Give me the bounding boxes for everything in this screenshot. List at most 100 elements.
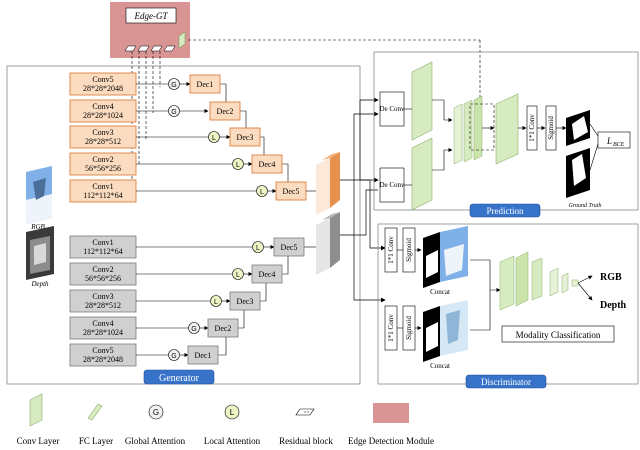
attention-letter: G xyxy=(171,353,176,360)
output-rgb-label: RGB xyxy=(600,272,622,283)
depth-dec4 xyxy=(251,264,283,284)
block-name: Conv1 xyxy=(92,238,113,247)
local-attention-icon xyxy=(252,241,264,253)
block-dims: 28*28*2048 xyxy=(83,355,123,364)
block-name: Conv1 xyxy=(92,182,113,191)
loss-subscript: BCE xyxy=(613,142,625,148)
ground-truth-map xyxy=(566,148,590,198)
block-name: Conv5 xyxy=(92,75,113,84)
legend-label: Residual block xyxy=(279,436,333,446)
concat-label-top: Concat xyxy=(430,288,450,296)
conv-layer-top xyxy=(411,61,433,141)
depth-dec2 xyxy=(207,318,239,338)
block-dims: 28*28*512 xyxy=(85,301,121,310)
rgb-feature-volume xyxy=(316,152,340,215)
block-dims: 28*28*1024 xyxy=(83,111,123,120)
dec-label: Dec3 xyxy=(237,133,254,142)
block-name: Conv2 xyxy=(92,155,113,164)
deconv-label: De Conv xyxy=(379,181,405,189)
global-attention-icon xyxy=(148,404,164,420)
depth-dec1 xyxy=(187,345,219,365)
dec-label: Dec4 xyxy=(259,160,276,169)
edge-detection-module-icon xyxy=(373,403,409,423)
attention-letter: L xyxy=(214,299,218,306)
legend-label: Global Attention xyxy=(125,436,186,446)
concat-label-bottom: Concat xyxy=(430,362,450,370)
legend-label: Conv Layer xyxy=(17,436,60,446)
local-attention-icon xyxy=(210,295,222,307)
bce-loss-box xyxy=(597,131,631,149)
discriminator-panel: Discriminator 1*1 Conv Sigmoid 1*1 Conv … xyxy=(377,223,639,389)
rgb-dec2 xyxy=(209,101,241,121)
sigmoid-label: Sigmoid xyxy=(405,316,413,340)
global-attention-icon xyxy=(188,322,200,334)
pred-sigmoid xyxy=(545,105,557,151)
depth-conv3-block: Conv3 28*28*512 xyxy=(69,289,137,313)
generator-panel: Generator xyxy=(6,65,361,385)
fc-layer-icon xyxy=(87,403,103,421)
edge-gt-label: Edge-GT xyxy=(134,11,169,21)
prediction-panel: Prediction De Conv De Conv 1*1 Conv xyxy=(373,51,639,218)
depth-decoders: L L L G G Dec5 Dec4 Dec3 Dec2 Dec1 xyxy=(136,237,316,365)
modality-classification-label: Modality Classification xyxy=(516,330,601,340)
conv-layer-bottom xyxy=(411,137,433,211)
edge-conv-layer xyxy=(178,31,186,49)
modality-classification-box xyxy=(501,325,615,343)
depth-image-label: Depth xyxy=(30,280,49,288)
local-attention-icon xyxy=(256,185,268,197)
deconv-label: De Conv xyxy=(379,105,405,113)
discriminator-title: Discriminator xyxy=(481,377,531,387)
conv-layer-final xyxy=(495,93,519,165)
rgb-dec3 xyxy=(229,127,261,147)
local-attention-icon xyxy=(224,404,240,420)
local-attention-icon xyxy=(208,131,220,143)
concat-image-top xyxy=(423,226,468,288)
deconv-bottom xyxy=(379,167,405,203)
pred-conv1x1 xyxy=(526,105,538,151)
block-dims: 28*28*512 xyxy=(85,137,121,146)
legend: Conv Layer FC Layer G Global Attention L… xyxy=(17,393,434,446)
dec-label: Dec4 xyxy=(259,270,276,279)
prediction-title: Prediction xyxy=(487,206,524,216)
attention-letter: G xyxy=(191,326,196,333)
deconv-top xyxy=(379,91,405,127)
depth-encoder: Conv1 112*112*64 Conv2 56*56*256 Conv3 2… xyxy=(69,235,137,367)
concat-image-bottom xyxy=(423,300,468,362)
global-attention-icon xyxy=(168,105,180,117)
dec-label: Dec2 xyxy=(215,324,232,333)
rgb-conv4-block: Conv4 28*28*1024 xyxy=(69,99,137,123)
attention-letter: L xyxy=(212,135,216,142)
depth-dec3 xyxy=(229,291,261,311)
block-name: Conv3 xyxy=(92,128,113,137)
attention-letter: G xyxy=(171,82,176,89)
depth-conv1-block: Conv1 112*112*64 xyxy=(69,235,137,259)
depth-conv2-block: Conv2 56*56*256 xyxy=(69,262,137,286)
rgb-dec4 xyxy=(251,154,283,174)
prediction-map xyxy=(566,110,590,146)
legend-label: FC Layer xyxy=(79,436,113,446)
dec-label: Dec3 xyxy=(237,297,254,306)
conv1x1-label: 1*1 Conv xyxy=(387,236,395,264)
attention-letter: L xyxy=(260,189,264,196)
fused-conv-stack xyxy=(453,95,495,165)
dec-label: Dec1 xyxy=(197,80,214,89)
block-dims: 56*56*256 xyxy=(85,164,121,173)
generator-outputs xyxy=(340,97,386,303)
block-dims: 112*112*64 xyxy=(83,191,122,200)
global-attention-icon xyxy=(168,78,180,90)
edge-detection-module: Edge-GT xyxy=(110,2,190,58)
attention-letter: L xyxy=(236,162,240,169)
residual-blocks xyxy=(124,45,176,52)
block-name: Conv4 xyxy=(92,102,113,111)
legend-label: Edge Detection Module xyxy=(348,436,434,446)
rgb-encoder: Conv5 28*28*2048 Conv4 28*28*1024 Conv3 … xyxy=(69,72,137,203)
rgb-conv1-block: Conv1 112*112*64 xyxy=(69,179,137,203)
block-dims: 56*56*256 xyxy=(85,274,121,283)
block-dims: 28*28*1024 xyxy=(83,328,123,337)
depth-conv5-block: Conv5 28*28*2048 xyxy=(69,343,137,367)
classifier-stack xyxy=(499,251,593,311)
rgb-input-image: RGB xyxy=(26,166,52,231)
rgb-image-label: RGB xyxy=(30,223,45,231)
legend-letter: L xyxy=(230,408,235,417)
